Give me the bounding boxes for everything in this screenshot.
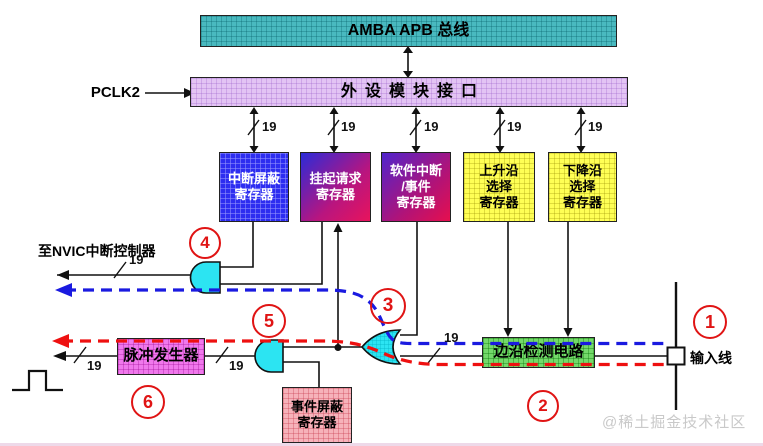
bus-width-label: 19	[341, 119, 356, 134]
swier-to-orgate	[400, 222, 418, 336]
software-interrupt-event-register-box: 软件中断 /事件 寄存器	[381, 152, 451, 222]
pending-to-andgate	[220, 222, 323, 285]
falling-edge-select-register-box: 下降沿 选择 寄存器	[548, 152, 617, 222]
nvic-label: 至NVIC中断控制器	[38, 243, 156, 259]
step-4-badge: 4	[189, 227, 221, 259]
interrupt-path-arrowhead	[55, 283, 72, 297]
bus-width-label: 19	[229, 358, 244, 373]
event-path-arrowhead	[52, 334, 69, 348]
edge-detect-box: 边沿检测电路	[482, 337, 595, 368]
bus-width-label: 19	[262, 119, 277, 134]
event-signal-path	[62, 339, 667, 367]
bus-width-label: 19	[129, 252, 144, 267]
interrupt-signal-path	[65, 288, 665, 346]
bus-width-label: 19	[588, 119, 603, 134]
step-5-badge: 5	[252, 304, 286, 338]
bus-width-label: 19	[507, 119, 522, 134]
step-1-badge: 1	[693, 305, 727, 339]
event-mask-register-box: 事件屏蔽 寄存器	[282, 387, 352, 443]
bus-width-label: 19	[87, 358, 102, 373]
pulse-generator-box: 脉冲发生器	[117, 338, 205, 375]
step-3-badge: 3	[370, 288, 406, 324]
input-line-label: 输入线	[690, 350, 732, 366]
amba-apb-bus-label: AMBA APB 总线	[347, 22, 470, 40]
and-gate-interrupt	[189, 261, 221, 294]
and-gate-event	[254, 339, 284, 373]
input-node-square	[666, 346, 686, 366]
bottom-strip	[0, 443, 763, 446]
step-2-badge: 2	[527, 390, 559, 422]
amba-apb-bus-box: AMBA APB 总线	[200, 15, 617, 47]
bus-width-label: 19	[424, 119, 439, 134]
peripheral-interface-label: 外设模块接口	[340, 83, 485, 101]
pulse-waveform-icon	[12, 369, 63, 392]
pclk2-label: PCLK2	[90, 84, 140, 101]
junction-dot	[334, 344, 342, 351]
intmask-to-andgate	[220, 222, 254, 268]
eventmask-to-andgate	[283, 361, 320, 387]
interrupt-mask-register-box: 中断屏蔽 寄存器	[219, 152, 289, 222]
watermark: @稀土掘金技术社区	[602, 414, 747, 431]
solid-arrowheads	[53, 46, 586, 361]
pending-request-register-box: 挂起请求 寄存器	[300, 152, 371, 222]
step-6-badge: 6	[131, 385, 165, 419]
rising-edge-select-register-box: 上升沿 选择 寄存器	[463, 152, 535, 222]
bus-width-label: 19	[444, 330, 459, 345]
peripheral-interface-box: 外设模块接口	[190, 77, 628, 107]
